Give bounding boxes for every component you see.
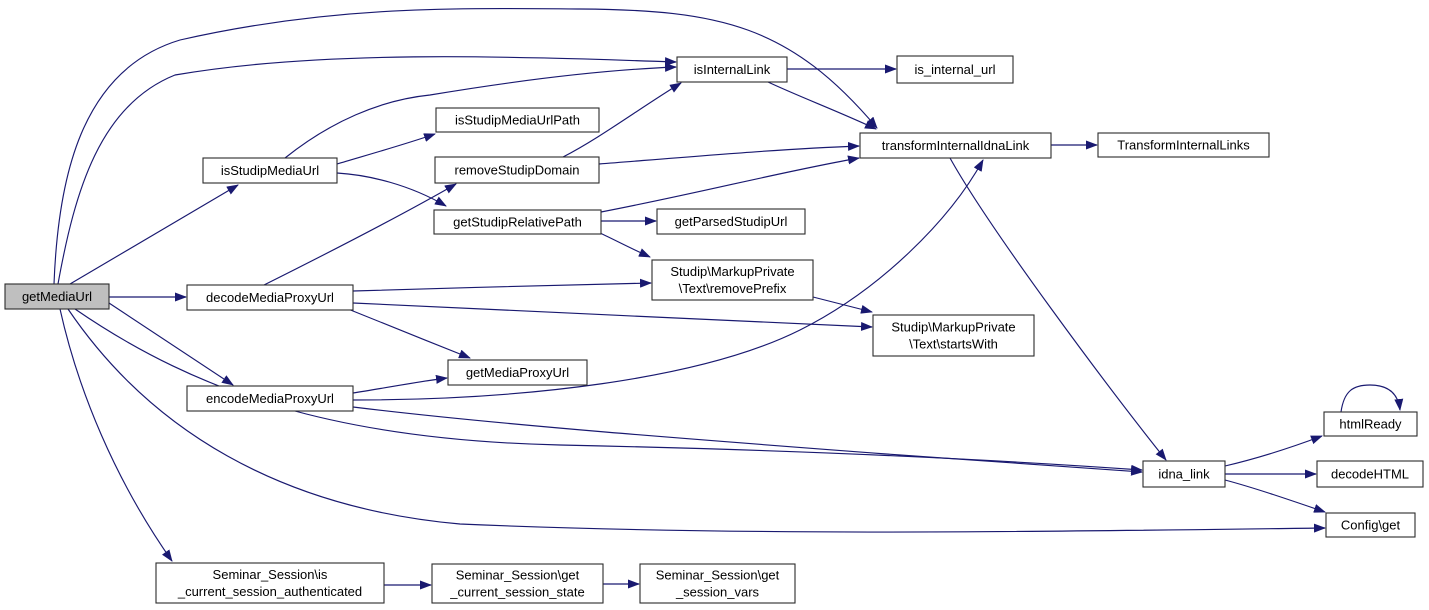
node-box-decodeHTML[interactable] bbox=[1316, 460, 1424, 488]
edge-isStudipMediaUrl-to-getStudipRelativePath bbox=[336, 172, 447, 207]
node-box-removeStudipDomain[interactable] bbox=[434, 156, 600, 184]
node-box-TransformInternalLinks[interactable] bbox=[1097, 132, 1270, 158]
node-box-Config_get[interactable] bbox=[1325, 512, 1416, 538]
graph-node-removeStudipDomain[interactable]: removeStudipDomain bbox=[434, 156, 600, 184]
edge-encodeMediaProxyUrl-to-getMediaProxyUrl bbox=[352, 374, 448, 394]
node-box-getParsedStudipUrl[interactable] bbox=[656, 208, 806, 235]
node-box-isStudipMediaUrlPath[interactable] bbox=[435, 107, 600, 133]
edge-getStudipRelativePath-to-transformInternalIdnaLink bbox=[600, 155, 860, 213]
edge-decodeMediaProxyUrl-to-getMediaProxyUrl bbox=[347, 308, 471, 359]
edge-getMediaUrl-to-transformInternalIdnaLink bbox=[53, 8, 878, 285]
graph-node-isStudipMediaUrl[interactable]: isStudipMediaUrl bbox=[202, 157, 338, 184]
graph-node-TransformInternalLinks[interactable]: TransformInternalLinks bbox=[1097, 132, 1270, 158]
edge-idna_link-to-htmlReady bbox=[1224, 435, 1323, 467]
graph-node-getMediaUrl[interactable]: getMediaUrl bbox=[4, 283, 110, 310]
edge-idna_link-to-Config_get bbox=[1224, 479, 1326, 513]
graph-node-Seminar_Session_get_current_session_state[interactable]: Seminar_Session\get_current_session_stat… bbox=[431, 563, 604, 604]
graph-node-idna_link[interactable]: idna_link bbox=[1142, 460, 1226, 488]
graph-node-encodeMediaProxyUrl[interactable]: encodeMediaProxyUrl bbox=[186, 385, 354, 412]
edge-decodeMediaProxyUrl-to-removePrefix bbox=[352, 278, 652, 292]
edge-removePrefix-to-startsWith bbox=[812, 296, 873, 314]
node-box-idna_link[interactable] bbox=[1142, 460, 1226, 488]
node-box-isInternalLink[interactable] bbox=[676, 56, 788, 83]
node-box-getStudipRelativePath[interactable] bbox=[433, 209, 602, 235]
edge-getMediaUrl-to-idna_link bbox=[74, 308, 1143, 474]
graph-node-getMediaProxyUrl[interactable]: getMediaProxyUrl bbox=[447, 359, 588, 386]
node-box-Seminar_Session_is_current_session_authenticated[interactable] bbox=[155, 562, 385, 604]
graph-node-decodeMediaProxyUrl[interactable]: decodeMediaProxyUrl bbox=[186, 284, 354, 311]
edge-getMediaUrl-to-Seminar_Session_is_current_session_authenticated bbox=[59, 308, 173, 562]
edge-getMediaUrl-to-isStudipMediaUrl bbox=[69, 184, 239, 285]
graph-node-Seminar_Session_is_current_session_authenticated[interactable]: Seminar_Session\is_current_session_authe… bbox=[155, 562, 385, 604]
graph-node-removePrefix[interactable]: Studip\MarkupPrivate\Text\removePrefix bbox=[651, 259, 814, 301]
node-box-Seminar_Session_get_current_session_state[interactable] bbox=[431, 563, 604, 604]
node-box-transformInternalIdnaLink[interactable] bbox=[859, 132, 1052, 159]
edge-removeStudipDomain-to-transformInternalIdnaLink bbox=[598, 141, 860, 165]
node-box-decodeMediaProxyUrl[interactable] bbox=[186, 284, 354, 311]
graph-node-Config_get[interactable]: Config\get bbox=[1325, 512, 1416, 538]
graph-node-Seminar_Session_get_session_vars[interactable]: Seminar_Session\get_session_vars bbox=[639, 563, 796, 604]
graph-node-decodeHTML[interactable]: decodeHTML bbox=[1316, 460, 1424, 488]
edge-getMediaUrl-to-encodeMediaProxyUrl bbox=[108, 302, 234, 386]
node-box-startsWith[interactable] bbox=[872, 314, 1035, 357]
node-box-getMediaUrl[interactable] bbox=[4, 283, 110, 310]
graph-node-is_internal_url[interactable]: is_internal_url bbox=[896, 55, 1014, 84]
edge-transformInternalIdnaLink-to-idna_link bbox=[949, 157, 1167, 461]
node-box-encodeMediaProxyUrl[interactable] bbox=[186, 385, 354, 412]
edge-decodeMediaProxyUrl-to-removeStudipDomain bbox=[263, 183, 457, 286]
node-box-removePrefix[interactable] bbox=[651, 259, 814, 301]
node-box-is_internal_url[interactable] bbox=[896, 55, 1014, 84]
edge-isStudipMediaUrl-to-isStudipMediaUrlPath bbox=[336, 133, 436, 165]
edge-encodeMediaProxyUrl-to-idna_link bbox=[352, 406, 1143, 476]
edge-isStudipMediaUrl-to-isInternalLink bbox=[284, 62, 677, 159]
edge-removeStudipDomain-to-isInternalLink bbox=[562, 82, 682, 158]
nodes-layer: getMediaUrl isStudipMediaUrl isStudipMedia… bbox=[4, 55, 1424, 604]
edge-getMediaUrl-to-isInternalLink bbox=[57, 56, 677, 285]
edge-isInternalLink-to-transformInternalIdnaLink bbox=[767, 81, 877, 130]
node-box-getMediaProxyUrl[interactable] bbox=[447, 359, 588, 386]
node-box-htmlReady[interactable] bbox=[1323, 411, 1418, 437]
edge-getMediaUrl-to-Config_get bbox=[67, 308, 1326, 533]
graph-node-getParsedStudipUrl[interactable]: getParsedStudipUrl bbox=[656, 208, 806, 235]
graph-node-getStudipRelativePath[interactable]: getStudipRelativePath bbox=[433, 209, 602, 235]
node-box-Seminar_Session_get_session_vars[interactable] bbox=[639, 563, 796, 604]
graph-node-transformInternalIdnaLink[interactable]: transformInternalIdnaLink bbox=[859, 132, 1052, 159]
graph-node-isInternalLink[interactable]: isInternalLink bbox=[676, 56, 788, 83]
node-box-isStudipMediaUrl[interactable] bbox=[202, 157, 338, 184]
graph-node-startsWith[interactable]: Studip\MarkupPrivate\Text\startsWith bbox=[872, 314, 1035, 357]
edges-layer bbox=[53, 8, 1404, 590]
graph-node-htmlReady[interactable]: htmlReady bbox=[1323, 411, 1418, 437]
edge-getStudipRelativePath-to-removePrefix bbox=[599, 232, 651, 258]
edge-decodeMediaProxyUrl-to-startsWith bbox=[352, 302, 873, 331]
graph-node-isStudipMediaUrlPath[interactable]: isStudipMediaUrlPath bbox=[435, 107, 600, 133]
edge-encodeMediaProxyUrl-to-transformInternalIdnaLink bbox=[352, 159, 984, 401]
edge-htmlReady-to-htmlReady bbox=[1340, 384, 1404, 413]
